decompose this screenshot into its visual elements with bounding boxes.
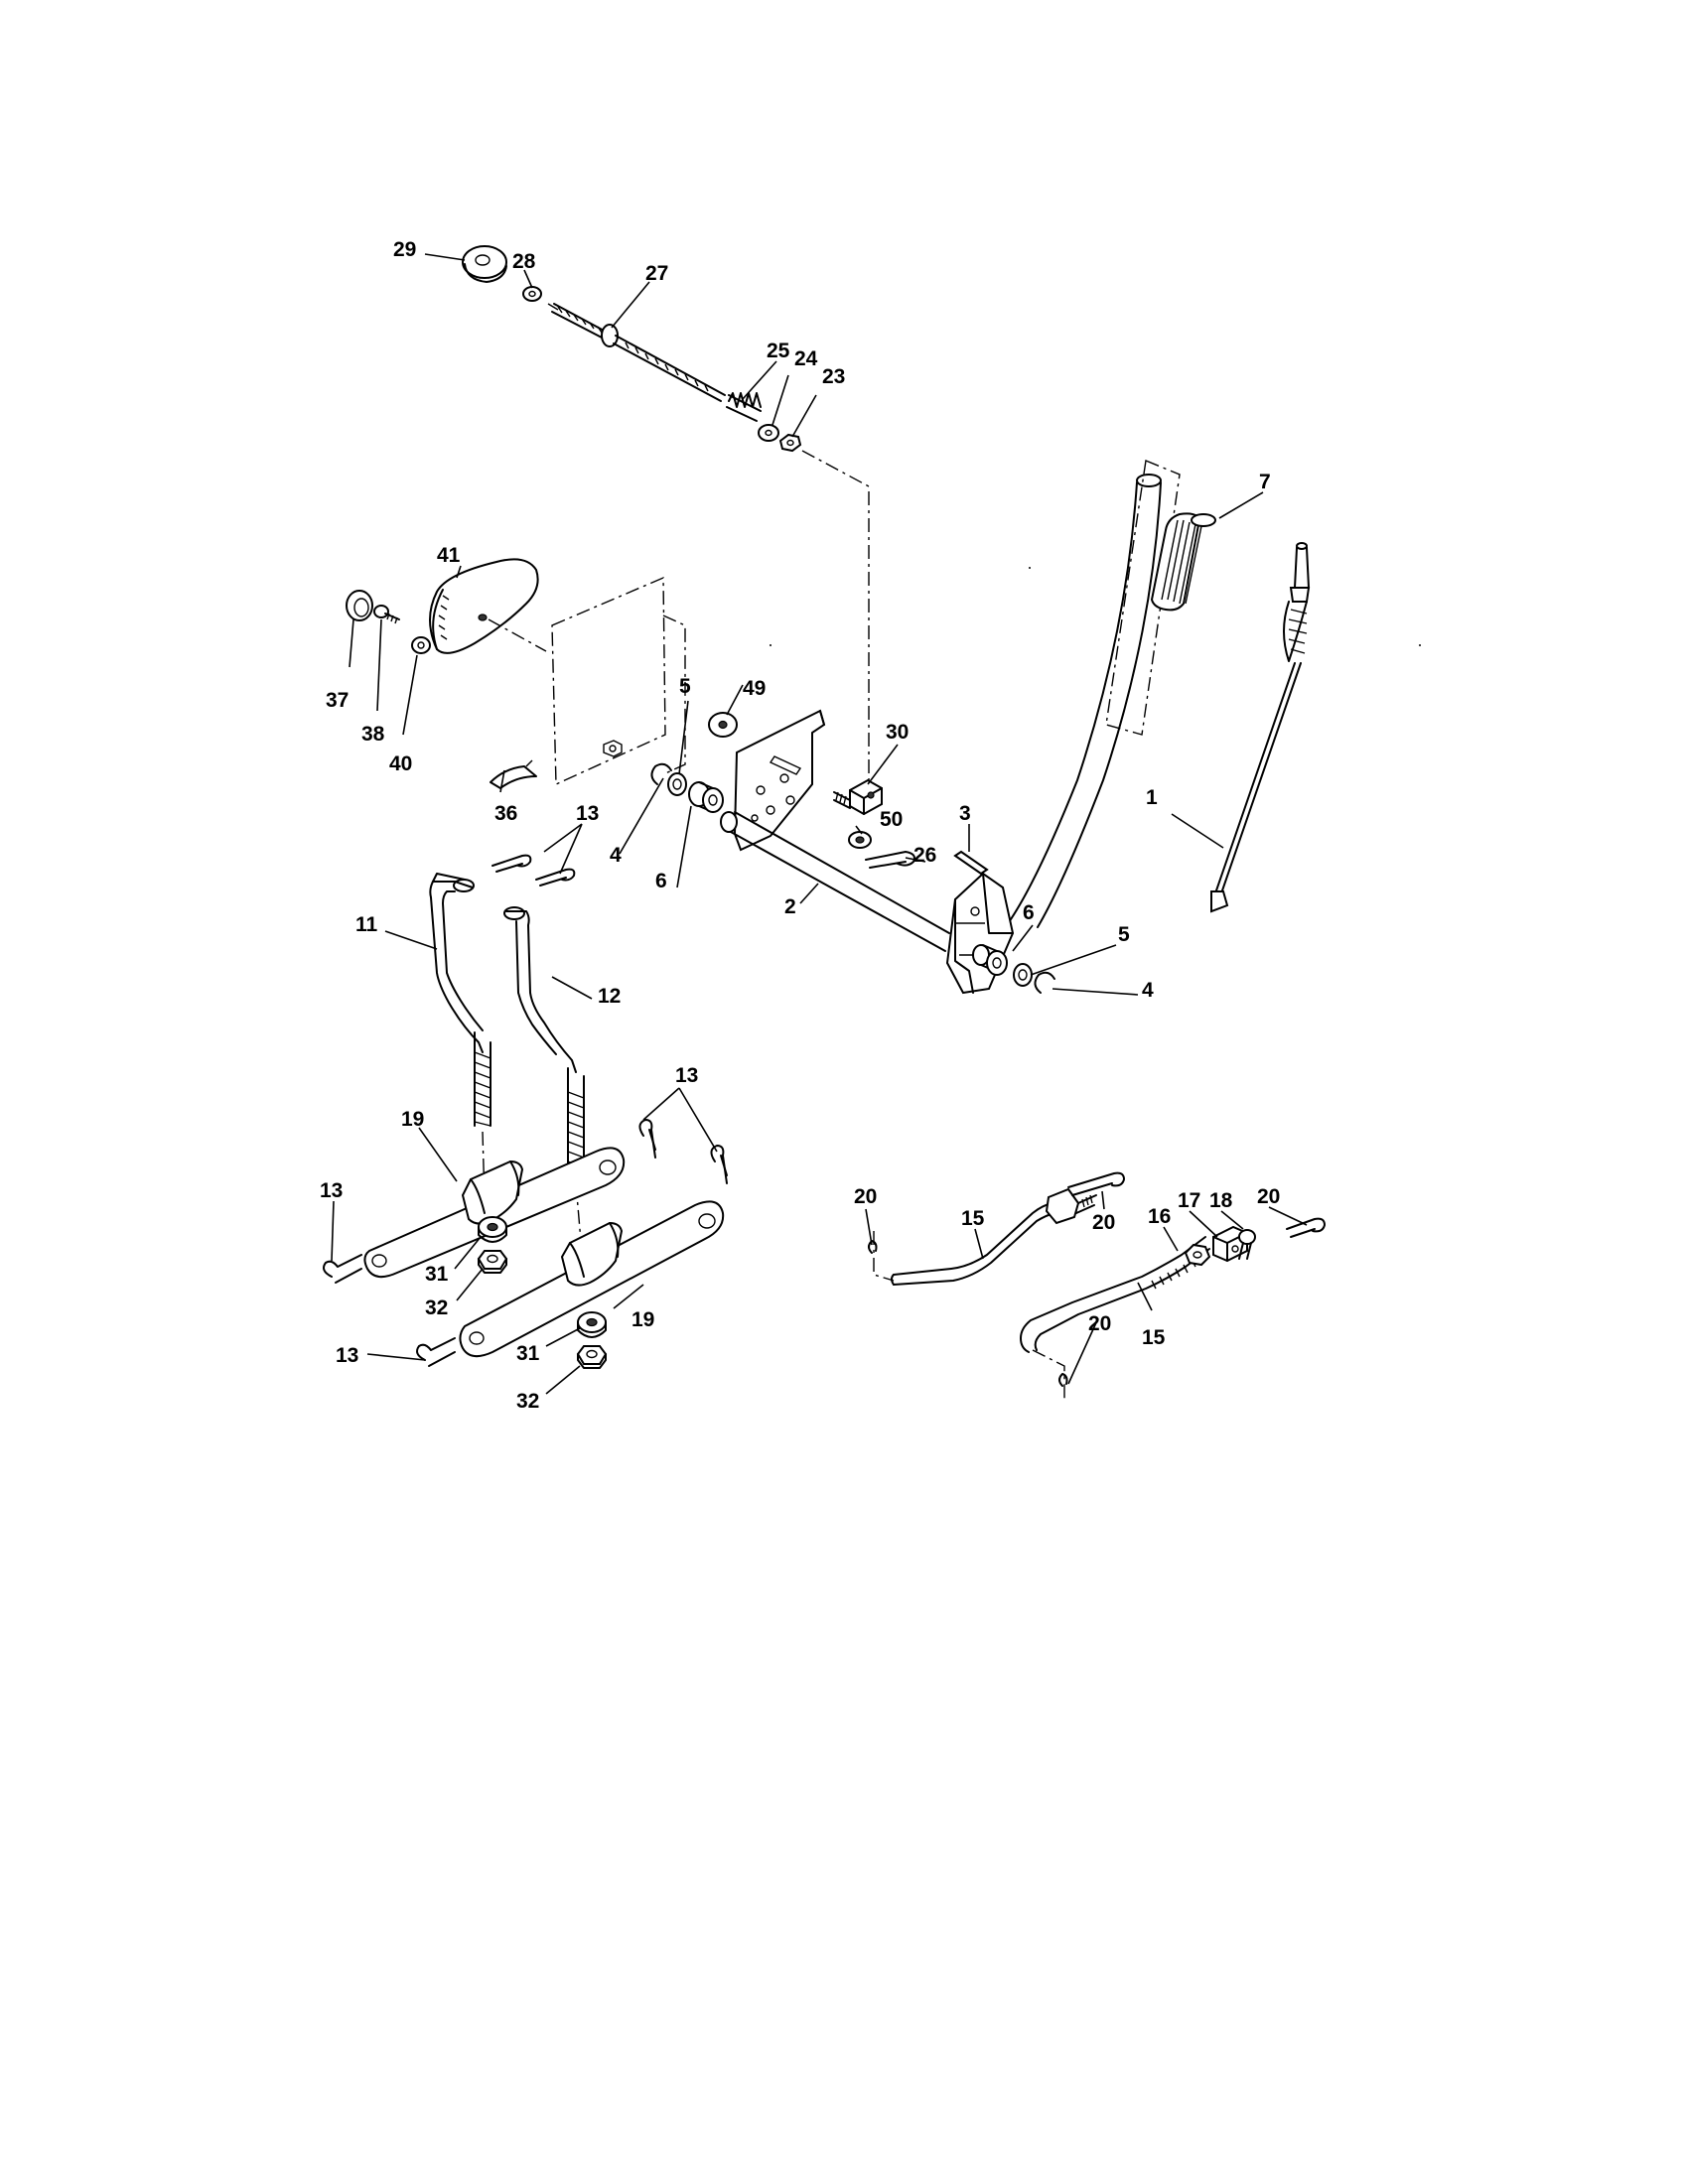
- label-20-left: 20: [854, 1185, 877, 1208]
- label-31-upper: 31: [425, 1263, 449, 1286]
- fitting-part-30: [833, 778, 883, 816]
- screw-part-18: [1238, 1229, 1256, 1260]
- speck: [770, 644, 772, 646]
- label-12: 12: [598, 985, 621, 1008]
- label-50: 50: [880, 808, 903, 831]
- rod-part-11: [429, 873, 491, 1127]
- label-13-top: 13: [576, 802, 599, 825]
- label-38: 38: [361, 723, 385, 746]
- label-16: 16: [1148, 1205, 1171, 1228]
- alignment-line: [873, 1231, 895, 1282]
- link-part-19-lower: [459, 1200, 725, 1358]
- label-15-lower: 15: [1142, 1326, 1166, 1349]
- label-13-mid: 13: [675, 1064, 698, 1087]
- e-ring-part-4: [650, 762, 672, 785]
- clip-part-20-group: [868, 1171, 1326, 1387]
- label-15-upper: 15: [961, 1207, 985, 1230]
- label-17: 17: [1178, 1189, 1200, 1212]
- label-4-left: 4: [610, 844, 622, 867]
- bushing-part-6-right: [972, 944, 1008, 976]
- label-2: 2: [784, 895, 796, 918]
- alignment-line: [488, 618, 547, 652]
- label-31-lower: 31: [516, 1342, 540, 1365]
- clip-part-36: [490, 759, 537, 789]
- link-part-19-upper: [363, 1147, 626, 1279]
- label-36: 36: [494, 802, 517, 825]
- label-7: 7: [1259, 471, 1271, 493]
- label-19-lower: 19: [632, 1308, 654, 1331]
- rod-part-12: [503, 906, 585, 1176]
- label-32-upper: 32: [425, 1297, 448, 1319]
- washer-part-28: [522, 286, 542, 302]
- grip-part-7: [1105, 460, 1216, 736]
- nut-part-16: [1184, 1243, 1211, 1267]
- label-20-mid: 20: [1092, 1211, 1115, 1234]
- label-41: 41: [437, 544, 461, 567]
- pin-part-3: [953, 850, 989, 876]
- label-13-bottom: 13: [336, 1344, 358, 1367]
- nut-part-23: [778, 433, 802, 453]
- speck: [1419, 644, 1421, 646]
- label-24: 24: [794, 347, 818, 370]
- ring-part-37: [346, 590, 373, 621]
- label-32-lower: 32: [516, 1390, 539, 1413]
- label-6-left: 6: [655, 870, 667, 892]
- threaded-rod-part-27: [547, 303, 726, 402]
- bracket-plate: [733, 709, 826, 852]
- screw-part-38: [373, 605, 400, 624]
- hairpin-part-13-upper: [491, 854, 576, 887]
- label-20-right: 20: [1257, 1185, 1280, 1208]
- alignment-line: [801, 450, 870, 794]
- label-1: 1: [1146, 786, 1158, 809]
- washer-part-40: [411, 636, 431, 654]
- label-30: 30: [886, 721, 909, 744]
- washer-part-5-right: [1013, 963, 1033, 987]
- nut-part-32-upper: [477, 1250, 508, 1274]
- label-26: 26: [913, 844, 936, 867]
- label-20-bottom: 20: [1088, 1312, 1111, 1335]
- lift-lever-handle: [945, 474, 1162, 995]
- label-23: 23: [822, 365, 845, 388]
- label-18: 18: [1209, 1189, 1233, 1212]
- label-28: 28: [512, 250, 536, 273]
- washer-part-50: [848, 831, 872, 849]
- rod-part-15-lower: [1020, 1236, 1210, 1353]
- rod-part-1: [1210, 542, 1311, 913]
- speck: [1029, 567, 1031, 569]
- cross-shaft-part-2: [720, 811, 950, 952]
- bushing-part-31-lower: [577, 1311, 607, 1338]
- label-25: 25: [767, 340, 790, 362]
- hairpin-part-13-links: [323, 1119, 728, 1367]
- label-3: 3: [959, 802, 971, 825]
- label-40: 40: [389, 752, 412, 775]
- washer-part-49: [708, 712, 738, 738]
- label-4-right: 4: [1142, 979, 1154, 1002]
- label-5-left: 5: [679, 675, 691, 698]
- label-5-right: 5: [1118, 923, 1130, 946]
- nut-part-32-lower: [576, 1345, 608, 1369]
- part-labels: 29 28 27 25 24 23 7 41 37 38 40 36 5 49 …: [320, 238, 1280, 1413]
- label-37: 37: [326, 689, 349, 712]
- bushing-part-6: [688, 781, 724, 813]
- label-6-right: 6: [1023, 901, 1035, 924]
- label-29: 29: [393, 238, 416, 261]
- label-19-upper: 19: [401, 1108, 424, 1131]
- label-27: 27: [645, 262, 668, 285]
- bushing-part-31-upper: [478, 1216, 507, 1243]
- washer-part-24: [758, 424, 779, 442]
- label-13-left: 13: [320, 1179, 343, 1202]
- rod-part-15-upper: [891, 1187, 1097, 1286]
- e-ring-part-4-right: [1034, 971, 1055, 994]
- label-11: 11: [355, 913, 378, 936]
- frame-plate-outline: [551, 576, 686, 786]
- cap-part-41: [429, 558, 539, 654]
- knob-part-29: [462, 245, 507, 283]
- leader-lines: [331, 253, 1308, 1395]
- alignment-line: [1032, 1349, 1065, 1400]
- washer-part-5: [667, 772, 687, 796]
- label-49: 49: [743, 677, 766, 700]
- hairpin-part-26: [865, 851, 915, 869]
- spring-part-25: [726, 392, 762, 422]
